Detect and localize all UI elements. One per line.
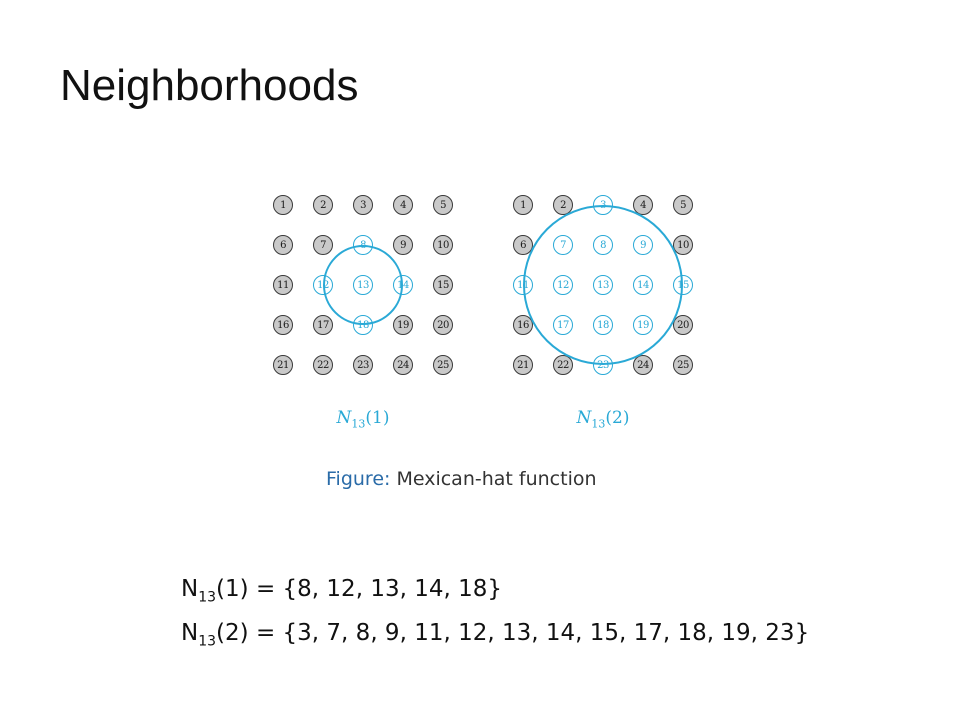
- grid-node-21: 21: [513, 355, 533, 375]
- grid-node-1: 1: [513, 195, 533, 215]
- grid-node-25: 25: [673, 355, 693, 375]
- grid-node-24: 24: [633, 355, 653, 375]
- grid-node-13: 13: [353, 275, 373, 295]
- grid-node-11: 11: [513, 275, 533, 295]
- caption-label: Figure:: [326, 468, 391, 490]
- grid-node-20: 20: [673, 315, 693, 335]
- grid-node-22: 22: [553, 355, 573, 375]
- grid-node-23: 23: [593, 355, 613, 375]
- grid-node-11: 11: [273, 275, 293, 295]
- grid-node-19: 19: [633, 315, 653, 335]
- caption-text: Mexican-hat function: [396, 468, 597, 490]
- grid-node-23: 23: [353, 355, 373, 375]
- grid-node-8: 8: [353, 235, 373, 255]
- grid-node-9: 9: [633, 235, 653, 255]
- grid-node-2: 2: [313, 195, 333, 215]
- grid-node-1: 1: [273, 195, 293, 215]
- grid-node-24: 24: [393, 355, 413, 375]
- grid-node-4: 4: [633, 195, 653, 215]
- grid-node-21: 21: [273, 355, 293, 375]
- slide-title: Neighborhoods: [60, 61, 359, 110]
- grid-node-12: 12: [553, 275, 573, 295]
- neighborhood-label-radius-2: N13(2): [576, 408, 630, 431]
- grid-node-5: 5: [433, 195, 453, 215]
- grid-node-18: 18: [593, 315, 613, 335]
- grid-node-16: 16: [513, 315, 533, 335]
- grid-node-3: 3: [353, 195, 373, 215]
- grid-node-15: 15: [673, 275, 693, 295]
- grid-node-3: 3: [593, 195, 613, 215]
- grid-node-6: 6: [513, 235, 533, 255]
- grid-node-19: 19: [393, 315, 413, 335]
- grid-node-16: 16: [273, 315, 293, 335]
- grid-node-14: 14: [393, 275, 413, 295]
- grid-node-5: 5: [673, 195, 693, 215]
- grid-node-2: 2: [553, 195, 573, 215]
- grid-node-13: 13: [593, 275, 613, 295]
- figure-caption: Figure: Mexican-hat function: [326, 468, 597, 490]
- grid-node-17: 17: [313, 315, 333, 335]
- grid-node-6: 6: [273, 235, 293, 255]
- grid-node-10: 10: [673, 235, 693, 255]
- grid-node-9: 9: [393, 235, 413, 255]
- grid-node-8: 8: [593, 235, 613, 255]
- grid-node-14: 14: [633, 275, 653, 295]
- grid-node-20: 20: [433, 315, 453, 335]
- grid-node-17: 17: [553, 315, 573, 335]
- grid-node-22: 22: [313, 355, 333, 375]
- grid-node-10: 10: [433, 235, 453, 255]
- grid-node-7: 7: [553, 235, 573, 255]
- grid-node-4: 4: [393, 195, 413, 215]
- neighborhood-formula-radius-2: N13(2) = {3, 7, 8, 9, 11, 12, 13, 14, 15…: [181, 620, 810, 650]
- grid-node-25: 25: [433, 355, 453, 375]
- grid-node-12: 12: [313, 275, 333, 295]
- grid-node-18: 18: [353, 315, 373, 335]
- neighborhood-label-radius-1: N13(1): [336, 408, 390, 431]
- neighborhood-formula-radius-1: N13(1) = {8, 12, 13, 14, 18}: [181, 576, 502, 606]
- grid-node-15: 15: [433, 275, 453, 295]
- grid-node-7: 7: [313, 235, 333, 255]
